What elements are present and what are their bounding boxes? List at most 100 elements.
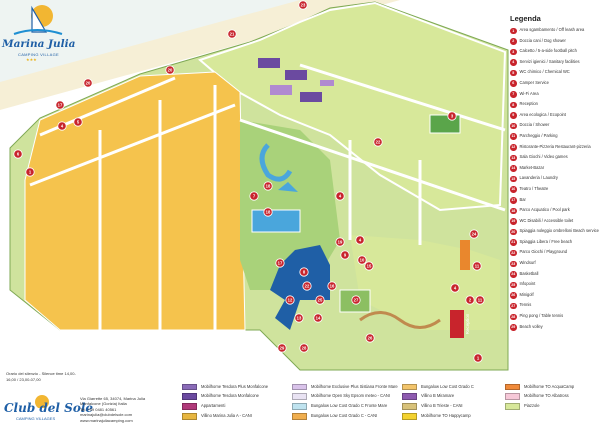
legend-label: Tennis [519,302,532,308]
legend-number-badge: 5 [510,69,517,77]
poi-marker-circle [298,0,308,10]
poi-marker-25[interactable]: 25 [315,295,325,305]
poi-marker-22[interactable]: 22 [373,137,383,147]
reception-building [270,245,330,330]
accommodation-label: Mobilhome Open Sky Epsom meteo - CANI [311,393,390,399]
legend-label: Sala Giochi / Video games [519,154,568,160]
poi-marker-number: 28 [302,346,307,351]
legend-number-badge: 12 [510,144,517,151]
accommodation-label: Villino B Miramare [421,393,455,399]
poi-marker-24[interactable]: 24 [469,229,479,239]
poi-marker-9[interactable]: 9 [340,250,350,260]
poi-marker-circle [299,343,309,353]
poi-marker-circle [450,283,460,293]
poi-marker-circle [275,258,285,268]
legend-number-badge: 23 [510,260,517,268]
company-name: Club del Sole [4,401,94,415]
accommodation-item: Mobilhome Exclusive Plus Sistiana Fronte… [292,382,410,392]
poi-marker-11[interactable]: 11 [472,261,482,271]
poi-marker-4[interactable]: 4 [355,235,365,245]
accommodation-item: Appartamenti [182,402,300,412]
poi-marker-11[interactable]: 11 [475,295,485,305]
legend-label: Doccia cani / Dog shower [519,37,566,43]
poi-marker-28[interactable]: 28 [299,343,309,353]
contact-line: marinajulia@clubdelsole.com [80,412,133,418]
poi-marker-4[interactable]: 4 [450,283,460,293]
poi-marker-27[interactable]: 27 [351,295,361,305]
poi-marker-2[interactable]: 2 [465,295,475,305]
accommodation-item: Mobilhome TO AcquaCamp [505,382,600,392]
accommodation-label: Mobilhome TO Happycamp [421,412,471,418]
poi-marker-20[interactable]: 20 [165,65,175,75]
poi-marker-20[interactable]: 20 [83,78,93,88]
club-del-sole-logo [6,392,78,428]
legend-number-badge: 22 [510,249,517,257]
poi-marker-1[interactable]: 1 [473,353,483,363]
poi-marker-14[interactable]: 14 [313,313,323,323]
poi-marker-21[interactable]: 21 [227,29,237,39]
poi-marker-18[interactable]: 18 [263,207,273,217]
legend-number-badge: 20 [510,228,517,236]
poi-marker-16[interactable]: 16 [327,281,337,291]
poi-marker-circle [25,167,35,177]
poi-marker-number: 23 [301,3,306,8]
poi-marker-13[interactable]: 13 [294,313,304,323]
poi-marker-4[interactable]: 4 [57,121,67,131]
poi-marker-23[interactable]: 23 [298,0,308,10]
poi-marker-29[interactable]: 29 [277,343,287,353]
poi-marker-number: 17 [58,103,63,108]
legend-label: Ping pong / Table tennis [519,313,564,319]
poi-marker-4[interactable]: 4 [335,191,345,201]
poi-marker-number: 21 [230,32,235,37]
poi-marker-19[interactable]: 19 [335,237,345,247]
poi-marker-1[interactable]: 1 [25,167,35,177]
accommodation-label: Mobilhome TO AcquaCamp [524,383,575,389]
lazy-river-pool [259,143,293,182]
poi-marker-3[interactable]: 3 [447,111,457,121]
reception-badge[interactable]: Reception [450,310,470,338]
poi-marker-circle [285,295,295,305]
poi-marker-number: 4 [454,286,457,291]
legend-number-badge: 16 [510,186,517,193]
poi-marker-circle [313,313,323,323]
poi-marker-15[interactable]: 15 [364,261,374,271]
poi-marker-8[interactable]: 8 [299,267,309,277]
poi-marker-18[interactable]: 18 [263,181,273,191]
legend-label: Lavanderia / Laundry [519,175,558,181]
poi-marker-circle [327,281,337,291]
legend-number-badge: 14 [510,165,517,172]
accommodation-label: Mobilhome TO Albatross [524,393,569,399]
legend-number-badge: 19 [510,218,517,225]
poi-marker-circle [351,295,361,305]
accommodation-item: Mobilhome Tesdora Monfalcone [182,392,300,402]
legend-label: Reception [519,101,538,107]
poi-marker-12[interactable]: 12 [285,295,295,305]
legend-number-badge: 25 [510,281,517,289]
poi-marker-number: 22 [305,284,310,289]
legend-label: Spiaggia Libera / Free beach [519,238,573,244]
poi-marker-17[interactable]: 17 [275,258,285,268]
accommodation-item: Villino B Miramare [402,392,520,402]
poi-marker-number: 19 [338,240,343,245]
poi-marker-number: 15 [367,264,372,269]
poi-marker-10[interactable]: 10 [357,255,367,265]
accommodation-column: Mobilhome Exclusive Plus Sistiana Fronte… [292,382,410,421]
poi-marker-5[interactable]: 5 [73,117,83,127]
poi-marker-22[interactable]: 22 [302,281,312,291]
north-pitch-zone [198,1,507,212]
poi-marker-circle [13,149,23,159]
brand-logo [2,2,68,64]
poi-marker-6[interactable]: 6 [13,149,23,159]
poi-marker-17[interactable]: 17 [55,100,65,110]
poi-marker-number: 27 [354,298,359,303]
poi-marker-number: 11 [478,298,483,303]
poi-marker-26[interactable]: 26 [365,333,375,343]
poi-marker-7[interactable]: 7 [249,191,259,201]
